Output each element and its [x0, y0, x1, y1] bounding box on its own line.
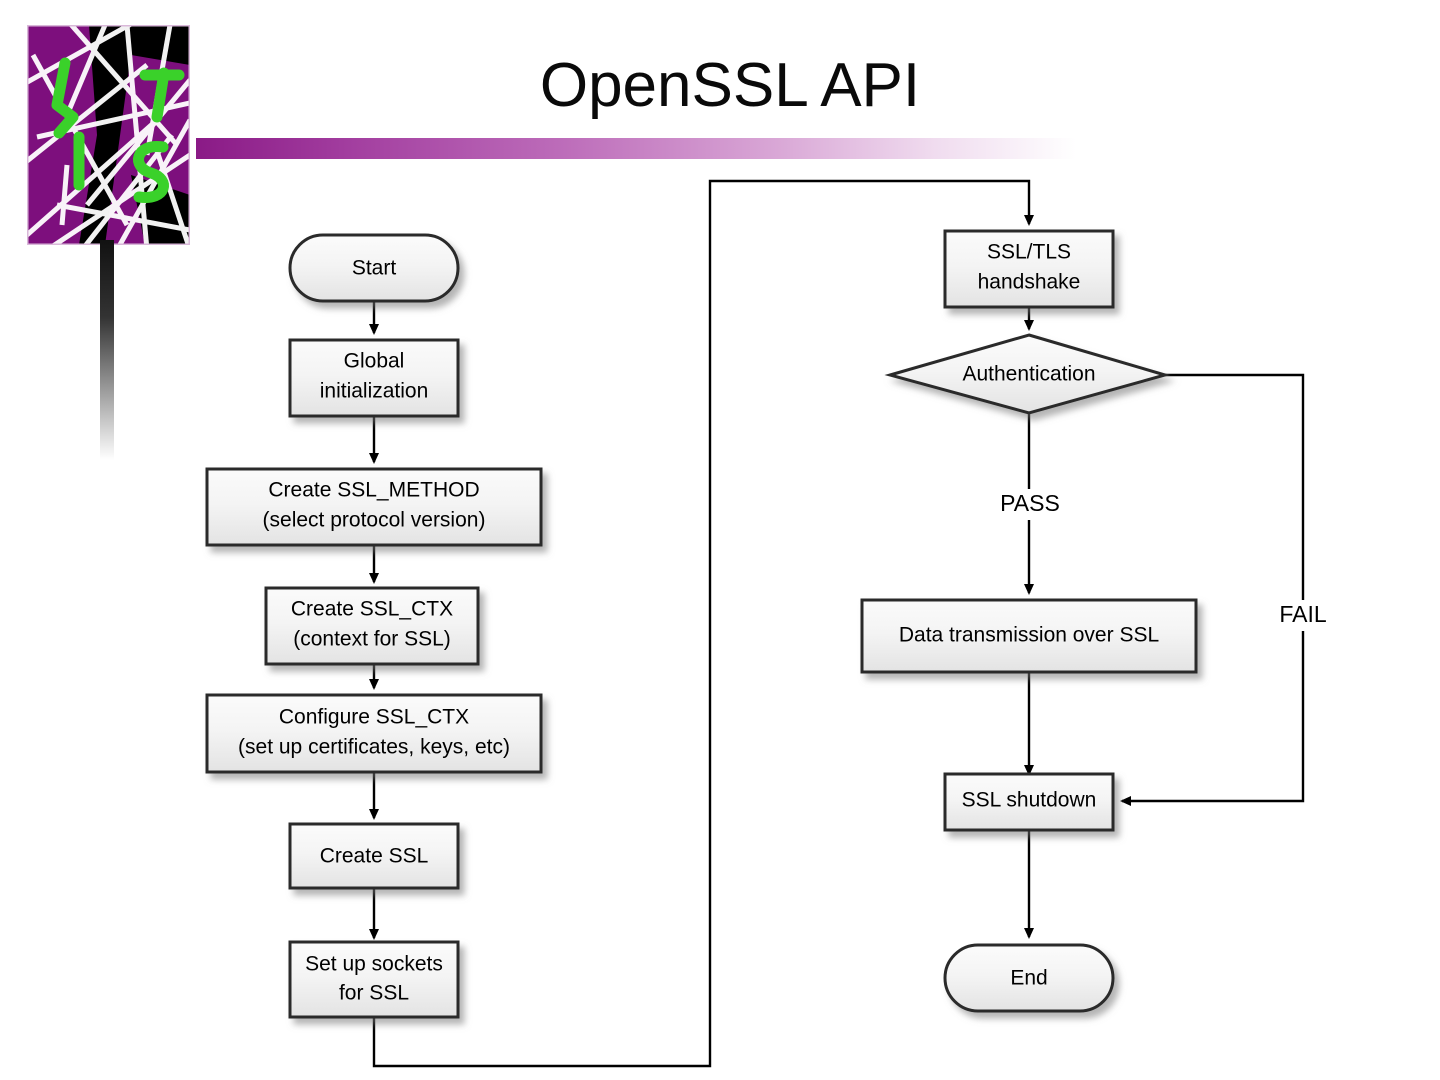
edge-auth-shutdown-fail — [1120, 373, 1305, 806]
edge-label-pass-text: PASS — [1000, 490, 1060, 516]
node-ssl-tls-handshake[interactable]: SSL/TLS handshake — [943, 229, 1115, 309]
node-ssl-shutdown[interactable]: SSL shutdown — [943, 772, 1115, 832]
node-method-line2: (select protocol version) — [263, 509, 486, 532]
node-authentication-decision[interactable]: Authentication — [884, 333, 1171, 415]
node-create-ssl-ctx[interactable]: Create SSL_CTX (context for SSL) — [264, 586, 480, 666]
title-underline-bar — [196, 138, 1076, 159]
node-shutdown-label: SSL shutdown — [962, 789, 1097, 812]
node-data-transmission[interactable]: Data transmission over SSL — [860, 598, 1198, 674]
edge-label-pass: PASS — [997, 489, 1063, 520]
node-create-ssl-method[interactable]: Create SSL_METHOD (select protocol versi… — [205, 467, 543, 547]
node-ctx-line1: Create SSL_CTX — [291, 598, 453, 621]
node-global-line2: initialization — [320, 380, 429, 403]
edge-label-fail: FAIL — [1274, 600, 1332, 631]
edge-sockets-handshake — [372, 179, 1034, 1068]
node-create-ssl[interactable]: Create SSL — [288, 822, 460, 890]
node-end[interactable]: End — [943, 943, 1115, 1013]
node-auth-label: Authentication — [962, 363, 1095, 386]
node-sockets-line2: for SSL — [339, 982, 409, 1005]
node-end-label: End — [1010, 967, 1047, 990]
edge-label-fail-text: FAIL — [1279, 601, 1327, 627]
node-datatx-label: Data transmission over SSL — [899, 624, 1159, 647]
node-handshake-line1: SSL/TLS — [987, 241, 1071, 264]
node-sockets-line1: Set up sockets — [305, 953, 443, 976]
node-start[interactable]: Start — [288, 233, 460, 303]
node-method-line1: Create SSL_METHOD — [268, 479, 479, 502]
node-configure-ssl-ctx[interactable]: Configure SSL_CTX (set up certificates, … — [205, 693, 543, 774]
list-logo — [26, 24, 191, 246]
node-configure-line1: Configure SSL_CTX — [279, 706, 469, 729]
page-title: OpenSSL API — [539, 51, 921, 120]
node-set-up-sockets[interactable]: Set up sockets for SSL — [288, 940, 460, 1019]
node-global-line1: Global — [344, 350, 405, 373]
logo-stem — [100, 240, 114, 460]
node-start-label: Start — [352, 257, 397, 280]
node-configure-line2: (set up certificates, keys, etc) — [238, 736, 510, 759]
node-handshake-line2: handshake — [978, 271, 1081, 294]
node-global-initialization[interactable]: Global initialization — [288, 338, 460, 418]
node-createssl-line1: Create SSL — [320, 845, 429, 868]
node-ctx-line2: (context for SSL) — [293, 628, 451, 651]
